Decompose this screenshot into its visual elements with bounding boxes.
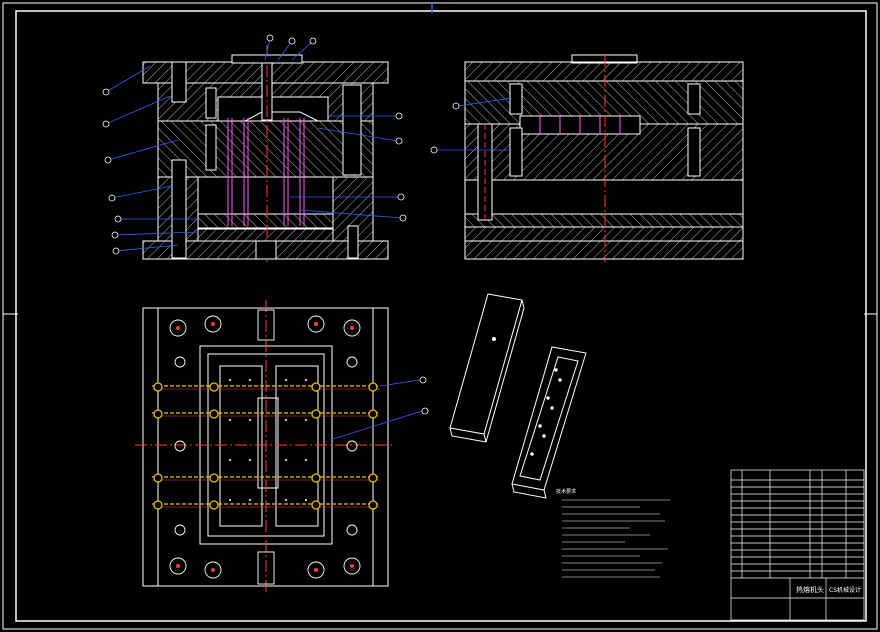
technical-notes: 技术要求 xyxy=(556,488,670,578)
title-block xyxy=(730,469,865,621)
title-drawing-name: 热熔机头 xyxy=(796,585,824,594)
section-view-a xyxy=(102,34,407,262)
title-school: CS机械设计 xyxy=(829,586,861,594)
part-isometric-2 xyxy=(511,346,587,499)
plan-view xyxy=(135,300,429,592)
inner-frame xyxy=(15,10,867,622)
part-isometric-1 xyxy=(449,293,525,443)
section-view-b xyxy=(430,54,744,262)
notes-title: 技术要求 xyxy=(556,488,576,495)
